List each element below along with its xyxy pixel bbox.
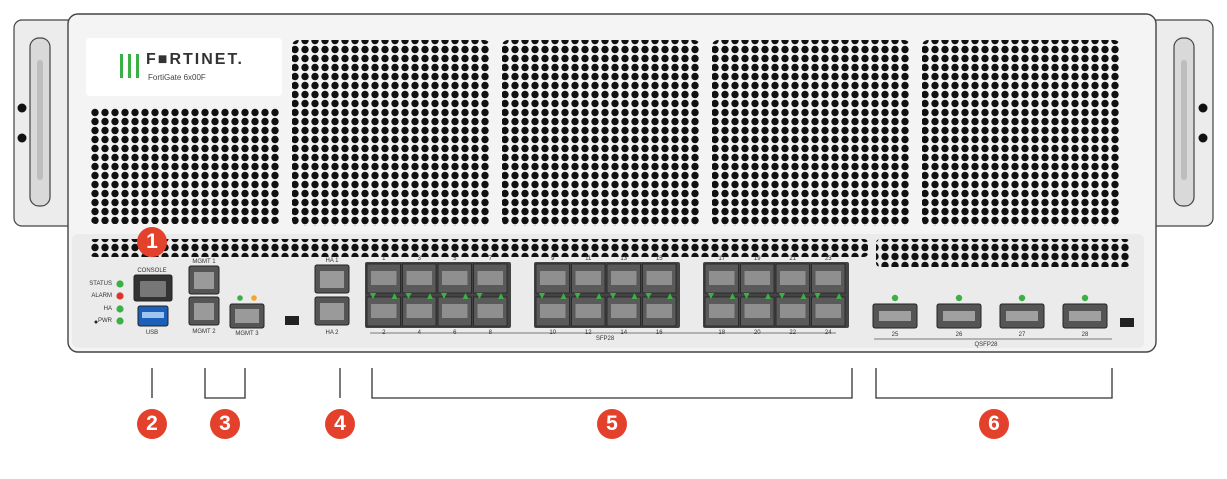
sfp28-label-4: 4 [417, 330, 421, 336]
sfp28-label-9: 9 [551, 256, 555, 262]
vent-grille-3 [712, 40, 910, 226]
qsfp28-led-28 [1081, 294, 1089, 302]
io-vent-qsfp [876, 239, 1130, 267]
sfp28-label-8: 8 [488, 330, 492, 336]
callout-3: 3 [210, 409, 240, 439]
mgmt3-link-led [237, 295, 243, 301]
sfp28-label-23: 23 [824, 256, 832, 262]
vent-grille-2 [502, 40, 700, 226]
qsfp28-led-25 [891, 294, 899, 302]
sfp28-label-12: 12 [584, 330, 592, 336]
sfp28-label-20: 20 [753, 330, 761, 336]
sfp28-label-1: 1 [382, 256, 386, 262]
sfp28-label-10: 10 [549, 330, 557, 336]
mgmt3-label: MGMT 3 [235, 331, 259, 337]
mgmt1-label: MGMT 1 [192, 259, 216, 265]
sfp28-label-15: 15 [655, 256, 663, 262]
callout-5: 5 [597, 409, 627, 439]
brand-logo-text: F■RTINET. [146, 51, 244, 68]
sfp28-label-19: 19 [753, 256, 761, 262]
sfp28-label-14: 14 [620, 330, 628, 336]
vent-grille-4 [922, 40, 1120, 226]
sfp28-label-3: 3 [417, 256, 421, 262]
qsfp28-led-27 [1018, 294, 1026, 302]
led-label-ha: HA [103, 306, 112, 312]
sfp28-label-13: 13 [620, 256, 628, 262]
sfp28-label-18: 18 [718, 330, 726, 336]
qsfp28-label-27: 27 [1018, 332, 1026, 338]
console-label: CONSOLE [137, 268, 167, 274]
led-ha [116, 305, 124, 313]
sfp28-label-2: 2 [382, 330, 386, 336]
sfp28-label-17: 17 [718, 256, 726, 262]
led-label-alarm: ALARM [91, 293, 112, 299]
callout-1: 1 [137, 227, 167, 257]
sfp28-label-21: 21 [789, 256, 797, 262]
callout-4: 4 [325, 409, 355, 439]
sfp28-label-5: 5 [453, 256, 457, 262]
led-status [116, 280, 124, 288]
led-pwr [116, 317, 124, 325]
qsfp28-label-25: 25 [891, 332, 899, 338]
sfp28-label-11: 11 [585, 256, 592, 262]
sfp28-label: SFP28 [595, 336, 615, 342]
ha2-label: HA 2 [325, 330, 339, 336]
led-label-pwr: PWR [98, 318, 112, 324]
qsfp28-label-26: 26 [955, 332, 963, 338]
vent-grille-1 [292, 40, 490, 226]
qsfp28-label: QSFP28 [974, 342, 998, 348]
mgmt2-label: MGMT 2 [192, 329, 216, 335]
led-label-status: STATUS [89, 281, 112, 287]
qsfp28-led-26 [955, 294, 963, 302]
model-name: FortiGate 6x00F [148, 73, 206, 82]
logo-plate [86, 38, 282, 96]
sfp28-label-22: 22 [789, 330, 797, 336]
led-alarm [116, 292, 124, 300]
io-vent-strip [90, 239, 868, 257]
callout-6: 6 [979, 409, 1009, 439]
ha1-label: HA 1 [325, 258, 339, 264]
sfp28-label-16: 16 [655, 330, 663, 336]
callout-2: 2 [137, 409, 167, 439]
vent-grille-left [90, 108, 280, 224]
sfp28-label-7: 7 [488, 256, 492, 262]
usb-label: USB [145, 330, 159, 336]
sfp28-label-6: 6 [453, 330, 457, 336]
mgmt3-activity-led [251, 295, 257, 301]
qsfp28-label-28: 28 [1081, 332, 1089, 338]
sfp28-label-24: 24 [824, 330, 832, 336]
